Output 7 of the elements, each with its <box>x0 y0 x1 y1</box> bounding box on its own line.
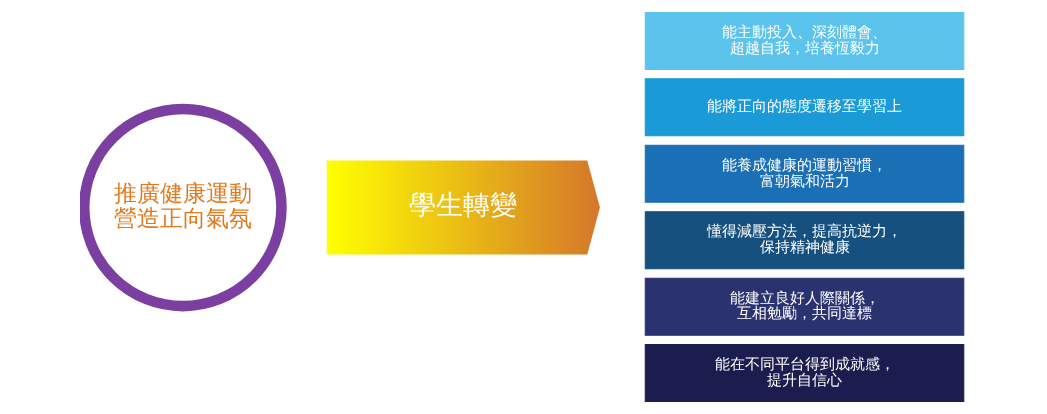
node-circle: 推廣健康運動營造正向氣氛 <box>79 103 287 312</box>
node-box: 懂得減壓方法，提高抗逆力，保持精神健康 <box>644 211 964 270</box>
node-box: 能主動投入、深刻體會、超越自我，培養恆毅力 <box>644 11 964 70</box>
node-box: 能養成健康的運動習慣，富朝氣和活力 <box>644 144 964 203</box>
node-box: 能建立良好人際關係，互相勉勵，共同達標 <box>644 277 964 336</box>
node-box: 能在不同平台得到成就感，提升自信心 <box>644 344 964 403</box>
node-box: 能將正向的態度遷移至學習上 <box>644 78 964 137</box>
